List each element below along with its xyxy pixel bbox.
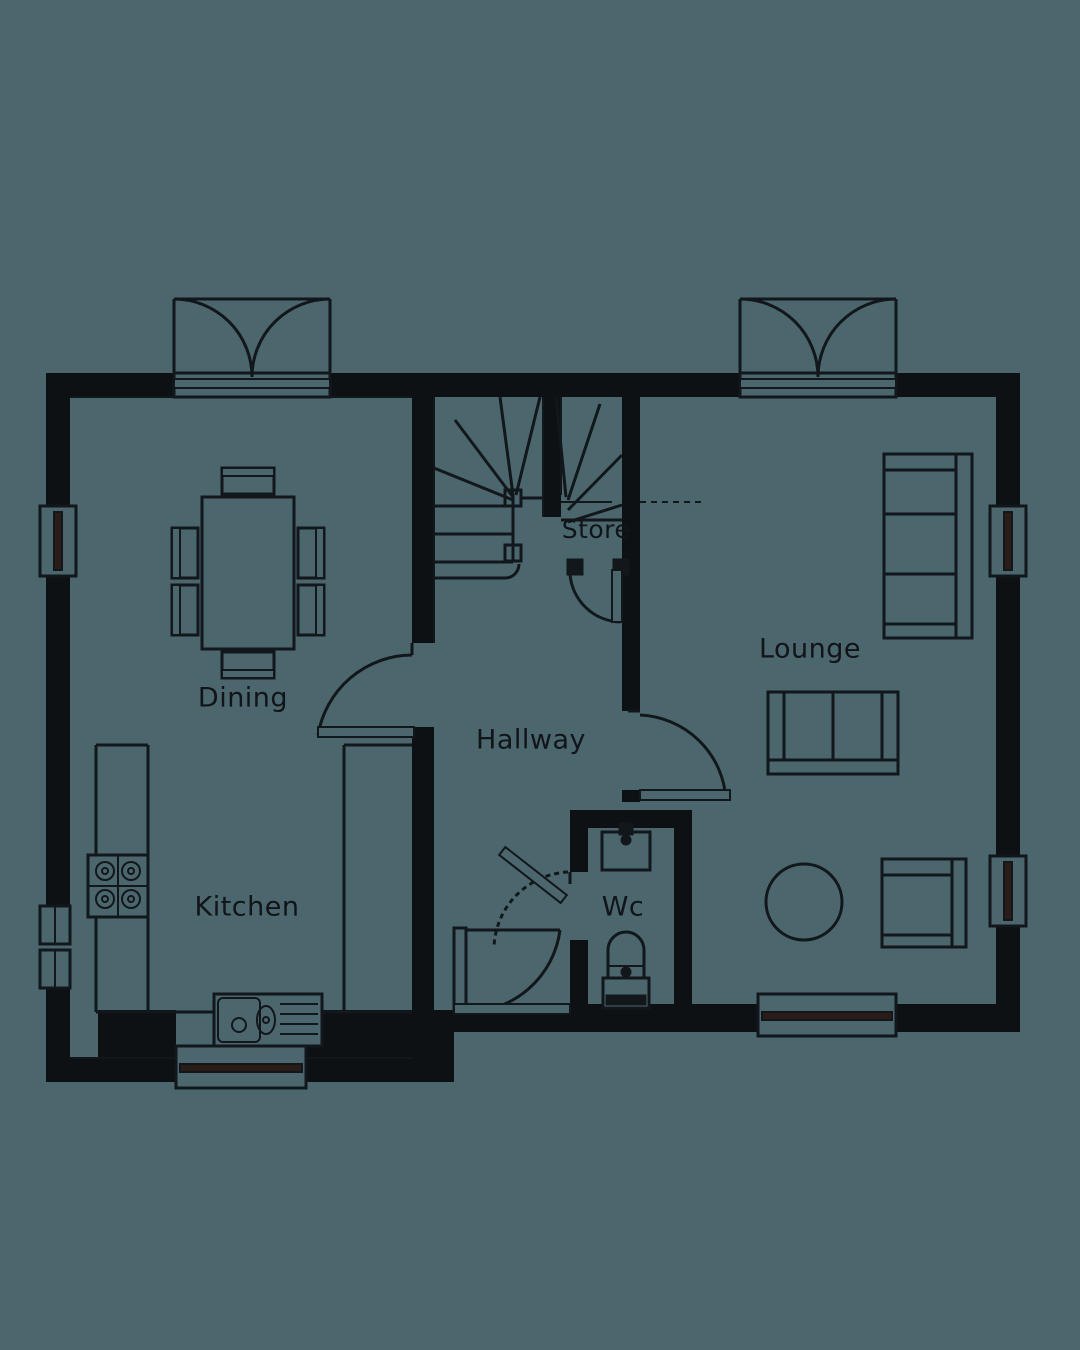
two-seat-sofa (766, 690, 900, 776)
window-kitchen-bottom (174, 1044, 308, 1090)
interior-wall-dining-east-a (412, 397, 434, 643)
dining-table (200, 495, 296, 651)
staircase (433, 396, 624, 643)
window-kitchen-left-lower (38, 948, 72, 990)
wc-fittings (600, 822, 652, 1010)
exterior-wall-bottom-step-left (98, 1010, 176, 1082)
interior-wall-wc-west-a (570, 810, 588, 872)
dining-chair (220, 466, 276, 496)
interior-wall-wc-north (570, 810, 692, 828)
window-lounge-bottom (756, 992, 898, 1038)
wash-basin (600, 822, 652, 872)
lounge-furniture (764, 452, 974, 949)
exterior-wall-left-b (46, 576, 70, 906)
exterior-wall-bottom-f (896, 1004, 1020, 1032)
three-seat-sofa (882, 452, 974, 640)
dining-chair (170, 526, 200, 580)
dining-chair (296, 583, 326, 637)
window-lounge-right-lower (988, 854, 1028, 928)
interior-wall-wc-west-b (570, 940, 588, 1010)
interior-wall-dining-east-b (412, 727, 434, 1010)
exterior-wall-top-middle (330, 373, 740, 397)
door-lounge[interactable] (628, 709, 731, 801)
front-door[interactable] (452, 926, 571, 1015)
kitchen-hob (86, 853, 150, 919)
interior-wall-wc-east (674, 810, 692, 1010)
room-labels: Dining Kitchen Hallway Store Wc Lounge (195, 515, 861, 923)
kitchen-units (86, 743, 412, 1048)
french-doors-dining (172, 297, 332, 399)
room-label-lounge: Lounge (759, 634, 861, 665)
interior-wall-lounge-west-b (622, 790, 640, 802)
french-doors-lounge (738, 297, 898, 399)
window-lounge-right-upper (988, 504, 1028, 578)
exterior-wall-right-a (996, 373, 1020, 506)
window-dining-left (38, 504, 78, 578)
interior-wall-store-east-a (622, 397, 640, 567)
round-coffee-table (764, 862, 844, 942)
door-wc[interactable] (492, 845, 572, 949)
room-label-wc: Wc (602, 892, 645, 923)
window-kitchen-left-upper (38, 904, 72, 946)
room-label-hallway: Hallway (476, 725, 586, 756)
dining-chair (170, 583, 200, 637)
dining-chair (296, 526, 326, 580)
toilet (601, 930, 651, 1010)
dining-table-set (170, 466, 326, 680)
room-label-kitchen: Kitchen (195, 892, 300, 923)
exterior-wall-bottom-step-right (306, 1010, 454, 1082)
room-label-dining: Dining (198, 683, 288, 714)
door-store[interactable] (566, 558, 630, 624)
door-dining[interactable] (316, 643, 415, 738)
room-label-store: Store (562, 515, 631, 544)
interior-wall-lounge-west-a (622, 577, 640, 711)
plan-linework (38, 297, 1028, 1090)
wall-structure (46, 373, 1020, 1082)
dining-chair (220, 650, 276, 680)
exterior-wall-right-b (996, 576, 1020, 856)
exterior-wall-left-a (46, 373, 70, 506)
interior-wall-store-west (543, 397, 561, 517)
kitchen-sink (212, 992, 324, 1048)
armchair (880, 857, 968, 949)
